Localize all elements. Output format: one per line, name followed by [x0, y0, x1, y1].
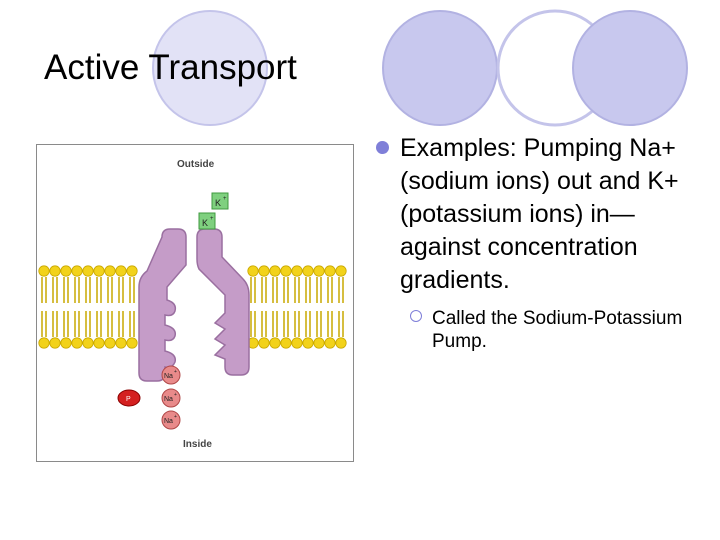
svg-text:+: +: [174, 392, 177, 398]
bullet-text: Examples: Pumping Na+ (sodium ions) out …: [400, 134, 679, 294]
lipid-head: [335, 265, 347, 277]
lipid-head: [93, 337, 105, 349]
lipid-head: [269, 337, 281, 349]
lipid-head: [82, 265, 94, 277]
svg-text:+: +: [174, 414, 177, 420]
lipid-head: [335, 337, 347, 349]
lipid-head: [49, 265, 61, 277]
lipid-head: [126, 265, 138, 277]
lipid-head: [291, 265, 303, 277]
svg-text:+: +: [210, 216, 214, 222]
lipid-head: [115, 337, 127, 349]
lipid-head: [302, 337, 314, 349]
lipid-head: [313, 337, 325, 349]
sub-bullet-ring-icon: [410, 310, 422, 322]
svg-text:P: P: [126, 396, 131, 403]
svg-text:+: +: [223, 196, 227, 202]
lipid-head: [126, 337, 138, 349]
deco-circle: [572, 10, 688, 126]
lipid-head: [280, 337, 292, 349]
svg-text:K: K: [202, 218, 208, 228]
lipid-head: [324, 337, 336, 349]
potassium-ion: K +: [211, 192, 229, 210]
lipid-head: [38, 265, 50, 277]
lipid-head: [247, 265, 259, 277]
bullet-item: Examples: Pumping Na+ (sodium ions) out …: [376, 132, 706, 297]
lipid-head: [71, 265, 83, 277]
deco-circle: [152, 10, 268, 126]
sub-bullet-item: Called the Sodium-Potassium Pump.: [410, 307, 706, 353]
lipid-head: [324, 265, 336, 277]
lipid-head: [269, 265, 281, 277]
svg-text:Na: Na: [164, 373, 173, 380]
lipid-heads-inner: [38, 337, 347, 349]
lipid-heads-outer: [38, 265, 347, 277]
lipid-head: [115, 265, 127, 277]
lipid-head: [60, 265, 72, 277]
bullet-list: Examples: Pumping Na+ (sodium ions) out …: [376, 132, 706, 353]
lipid-head: [258, 337, 270, 349]
sodium-ion: Na +: [161, 410, 181, 430]
lipid-head: [38, 337, 50, 349]
lipid-head: [49, 337, 61, 349]
svg-text:Na: Na: [164, 396, 173, 403]
lipid-head: [71, 337, 83, 349]
outside-label: Outside: [177, 159, 215, 170]
pump-protein-left: [138, 228, 187, 382]
lipid-head: [93, 265, 105, 277]
svg-text:Na: Na: [164, 418, 173, 425]
slide-title: Active Transport: [44, 48, 297, 87]
lipid-head: [258, 265, 270, 277]
potassium-ion: K +: [198, 212, 216, 230]
lipid-head: [82, 337, 94, 349]
sub-bullet-text: Called the Sodium-Potassium Pump.: [432, 308, 683, 352]
sodium-ion: Na +: [161, 365, 181, 385]
lipid-head: [280, 265, 292, 277]
deco-circle: [382, 10, 498, 126]
svg-text:+: +: [174, 369, 177, 375]
pump-protein-right: [196, 228, 250, 376]
svg-text:K: K: [215, 198, 221, 208]
pump-diagram: K + K + Na + Na + Na + P Out: [36, 144, 354, 462]
sodium-ion: Na +: [161, 388, 181, 408]
phosphate-group: P: [117, 389, 141, 407]
bullet-dot-icon: [376, 141, 389, 154]
lipid-tails: [41, 277, 344, 337]
lipid-head: [104, 337, 116, 349]
lipid-head: [104, 265, 116, 277]
lipid-head: [313, 265, 325, 277]
inside-label: Inside: [183, 439, 212, 450]
lipid-head: [302, 265, 314, 277]
lipid-head: [291, 337, 303, 349]
lipid-head: [60, 337, 72, 349]
